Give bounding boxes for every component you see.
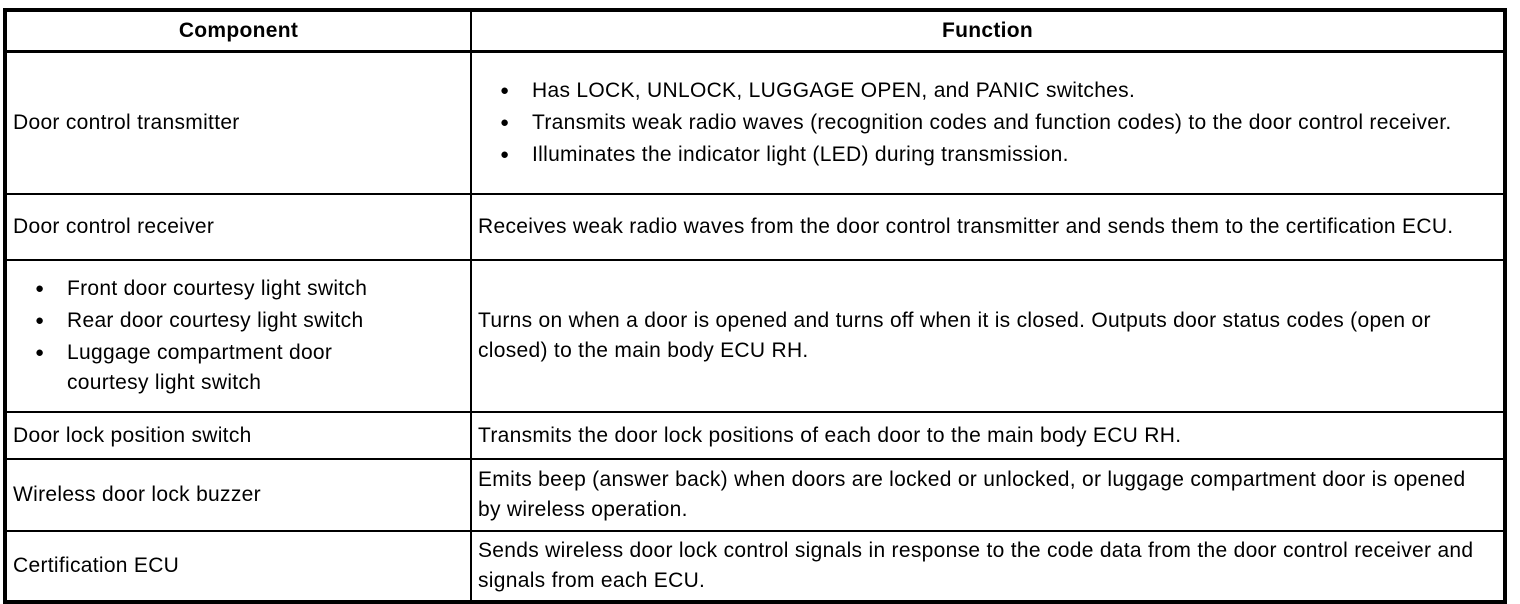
cell-text: Door lock position switch [13,423,252,447]
table-header: Component Function [4,9,1506,53]
column-header-function: Function [470,9,1506,53]
bullet-icon: ● [35,280,45,297]
function-cell: Transmits the door lock positions of eac… [470,411,1506,460]
bullet-icon: ● [500,82,510,99]
component-cell: Door control receiver [4,193,472,261]
table-row: Certification ECU Sends wireless door loc… [4,530,1506,603]
cell-text: Emits beep (answer back) when doors are … [478,468,1466,521]
bullet-item: ● Rear door courtesy light switch [35,306,462,336]
function-cell: Turns on when a door is opened and turns… [470,259,1506,413]
table-body: Door control transmitter ● Has LOCK, UNLOC… [4,50,1506,603]
bullet-list: ● Has LOCK, UNLOCK, LUGGAGE OPEN, and PAN… [478,76,1495,170]
cell-text: Certification ECU [13,554,180,577]
bullet-item: ● Transmits weak radio waves (recognition… [500,108,1495,138]
function-cell: Emits beep (answer back) when doors are … [470,458,1506,532]
bullet-text: Front door courtesy light switch [67,277,368,300]
bullet-icon: ● [500,114,510,131]
bullet-icon: ● [35,312,45,329]
bullet-text: Luggage compartment door courtesy light … [67,341,333,394]
component-cell: Door lock position switch [4,411,472,460]
cell-text: Transmits the door lock positions of eac… [478,423,1182,447]
function-cell: Receives weak radio waves from the door … [470,193,1506,261]
component-function-table: Component Function Door control transmit… [3,8,1507,604]
table-row: Door control transmitter ● Has LOCK, UNLOC… [4,50,1506,195]
bullet-text: Rear door courtesy light switch [67,309,364,332]
table-row: Door control receiver Receives weak radio… [4,193,1506,261]
bullet-item: ● Illuminates the indicator light (LED) d… [500,140,1495,170]
bullet-text: Transmits weak radio waves (recognition … [532,111,1452,134]
bullet-list: ● Front door courtesy light switch ● Rear d… [13,274,462,398]
cell-text: Wireless door lock buzzer [13,483,261,506]
cell-text: Sends wireless door lock control signals… [478,539,1474,592]
component-cell: Door control transmitter [4,50,472,195]
cell-text: Turns on when a door is opened and turns… [478,309,1431,362]
header-row: Component Function [4,9,1506,53]
component-cell: Wireless door lock buzzer [4,458,472,532]
bullet-icon: ● [35,344,45,361]
column-header-component: Component [4,9,472,53]
cell-text: Door control transmitter [13,111,240,134]
table-row: ● Front door courtesy light switch ● Rear d… [4,259,1506,413]
bullet-icon: ● [500,146,510,163]
bullet-text: Illuminates the indicator light (LED) du… [532,143,1069,166]
bullet-text: Has LOCK, UNLOCK, LUGGAGE OPEN, and PANI… [532,79,1136,102]
component-cell: Certification ECU [4,530,472,603]
spec-table: Component Function Door control transmit… [3,8,1507,604]
table-row: Door lock position switch Transmits the d… [4,411,1506,460]
bullet-item: ● Has LOCK, UNLOCK, LUGGAGE OPEN, and PAN… [500,76,1495,106]
function-cell: ● Has LOCK, UNLOCK, LUGGAGE OPEN, and PAN… [470,50,1506,195]
component-cell: ● Front door courtesy light switch ● Rear d… [4,259,472,413]
table-row: Wireless door lock buzzer Emits beep (ans… [4,458,1506,532]
function-cell: Sends wireless door lock control signals… [470,530,1506,603]
cell-text: Receives weak radio waves from the door … [478,215,1454,238]
bullet-item: ● Front door courtesy light switch [35,274,462,304]
bullet-item: ● Luggage compartment door courtesy light… [35,338,462,398]
cell-text: Door control receiver [13,215,215,238]
